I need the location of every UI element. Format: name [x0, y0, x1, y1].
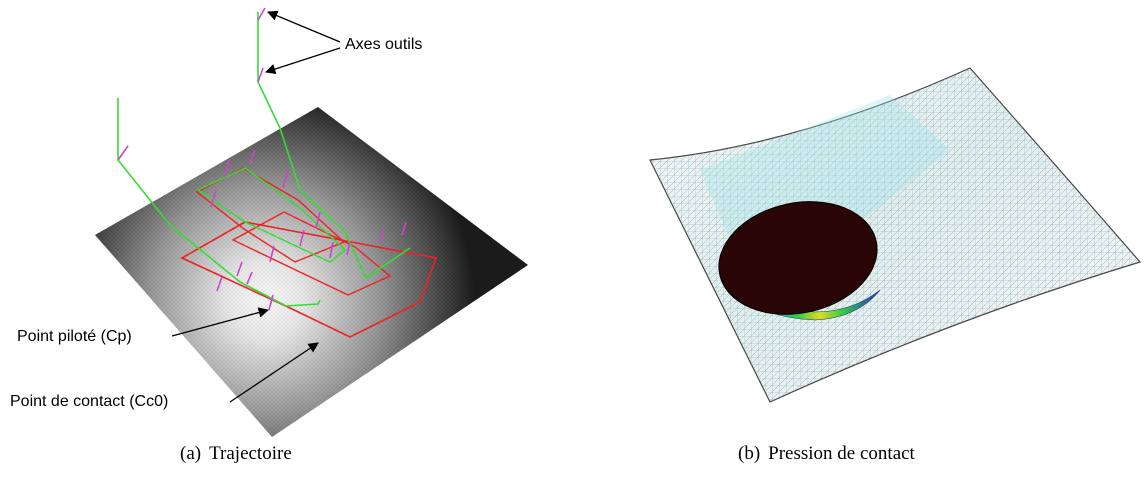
panel-contact-pressure: (b) Pression de contact — [590, 0, 1146, 480]
contact-contour-inner — [231, 211, 392, 296]
tool-ball — [718, 201, 878, 315]
caption-contact-pressure: (b) Pression de contact — [738, 443, 915, 465]
sheet-mesh — [95, 107, 528, 437]
caption-label: (b) — [738, 443, 761, 464]
callout-arrows — [171, 10, 341, 403]
panel-trajectory: Axes outils Point piloté (Cp) Point de c… — [0, 0, 560, 480]
trajectory-figure — [95, 7, 528, 437]
toolpath-inner-loop — [197, 167, 347, 263]
contact-point-label: Point de contact (Cc0) — [10, 393, 169, 410]
piloted-point-label: Point piloté (Cp) — [17, 328, 132, 345]
cyan-region — [700, 95, 950, 240]
tool-axes-label: Axes outils — [345, 36, 423, 53]
tool-axes — [117, 7, 407, 311]
caption-label: (a) — [180, 443, 202, 464]
sheet-triangle-mesh — [650, 68, 1140, 402]
contact-contour-top — [195, 167, 346, 263]
caption-text: Trajectoire — [209, 443, 292, 464]
contact-pressure-figure — [649, 67, 1142, 403]
caption-text: Pression de contact — [768, 443, 915, 464]
caption-trajectory: (a) Trajectoire — [180, 443, 292, 465]
